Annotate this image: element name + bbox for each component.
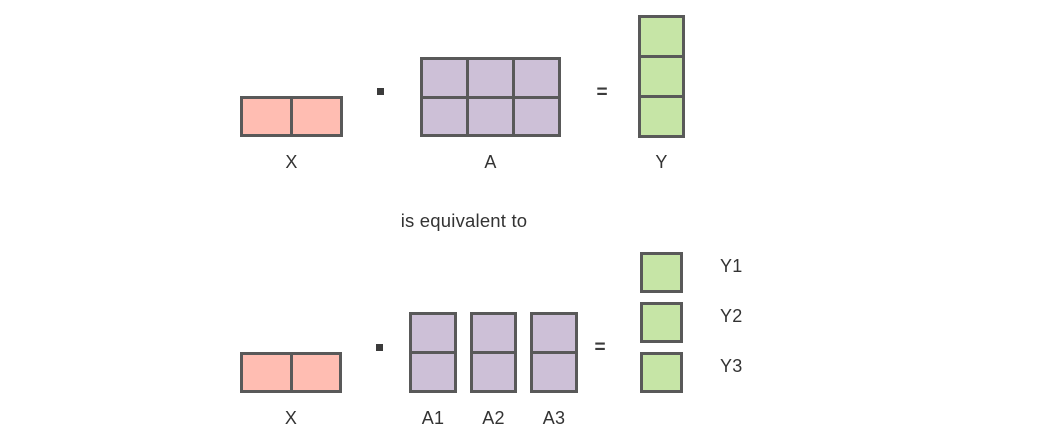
matrix-cell (473, 315, 514, 351)
matrix-cell (515, 60, 558, 96)
matrix-cell (412, 315, 454, 351)
matrix-cell (293, 99, 340, 134)
matrix-y2 (640, 302, 683, 343)
matrix-cell (533, 315, 575, 351)
matrix-cell (515, 98, 558, 134)
label-a1: A1 (421, 408, 445, 428)
matrix-cell (412, 354, 454, 390)
matrix-cell (243, 99, 290, 134)
matrix-cell (643, 255, 680, 290)
label-x-bottom: X (284, 408, 298, 428)
matrix-a-top (420, 57, 561, 137)
matrix-cell (641, 18, 682, 55)
equivalence-text: is equivalent to (400, 210, 528, 231)
matrix-y1 (640, 252, 683, 293)
matrix-cell (641, 98, 682, 135)
matrix-cell (423, 60, 466, 96)
label-a-top: A (484, 152, 497, 172)
matrix-x-top (240, 96, 343, 137)
label-y3: Y3 (720, 356, 743, 376)
matrix-cell (641, 58, 682, 95)
equals-sign-bottom: = (594, 337, 606, 358)
matrix-a1 (409, 312, 457, 393)
matrix-cell (533, 354, 575, 390)
label-x-top: X (285, 152, 298, 172)
matrix-cell (469, 60, 512, 96)
dot-operator-icon (377, 88, 384, 95)
matrix-y3 (640, 352, 683, 393)
matrix-cell (423, 98, 466, 134)
dot-operator-icon (376, 344, 383, 351)
matrix-y-top (638, 15, 685, 138)
matrix-cell (292, 355, 339, 390)
matrix-cell (469, 98, 512, 134)
label-y1: Y1 (720, 256, 743, 276)
label-a3: A3 (542, 408, 566, 428)
label-y-top: Y (655, 152, 668, 172)
label-a2: A2 (482, 408, 505, 428)
matrix-cell (643, 305, 680, 340)
matrix-a3 (530, 312, 578, 393)
matrix-cell (643, 355, 680, 390)
matrix-cell (473, 354, 514, 390)
matrix-a2 (470, 312, 517, 393)
label-y2: Y2 (720, 306, 743, 326)
matrix-cell (243, 355, 290, 390)
matrix-x-bottom (240, 352, 342, 393)
equals-sign-top: = (596, 82, 608, 103)
